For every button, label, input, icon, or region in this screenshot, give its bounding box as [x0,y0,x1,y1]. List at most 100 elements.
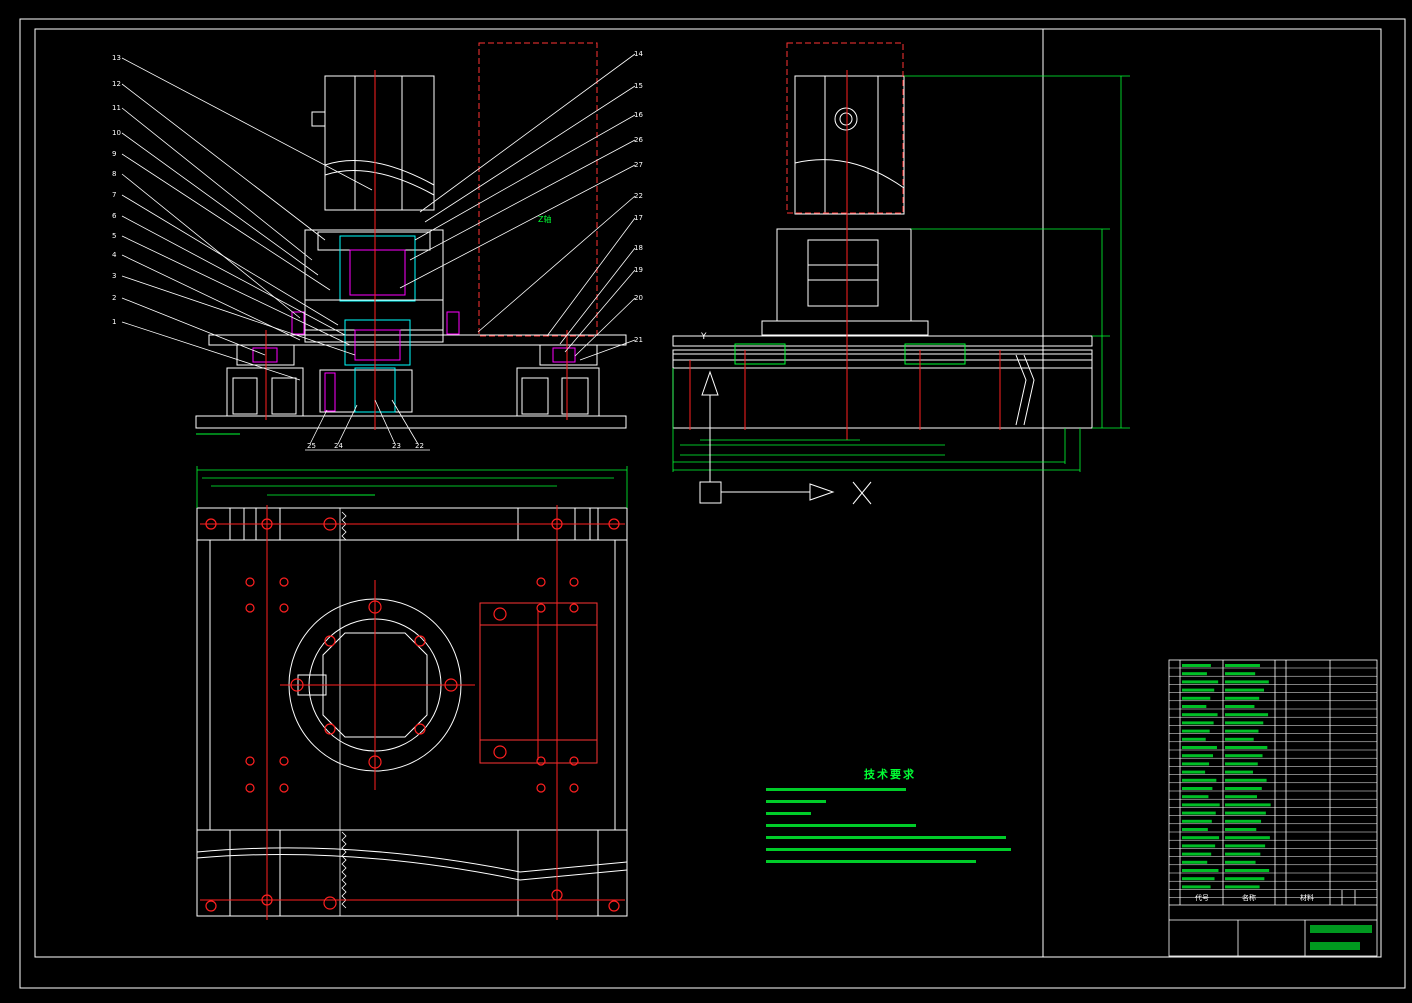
balloon-number: 14 [634,50,643,58]
tech-req-item [766,812,811,815]
balloon-number: 26 [634,136,643,144]
title-block-header: 材料 [1300,893,1314,902]
balloon-number: 23 [392,442,401,450]
bom-cell-text [1225,877,1265,881]
balloon-number: 25 [307,442,316,450]
front-view [195,42,627,435]
balloon-number: 27 [634,161,643,169]
balloon-number: 2 [112,294,116,302]
balloon-number: 9 [112,150,116,158]
title-block-header: 代号 [1195,893,1209,902]
bom-cell-text [1225,819,1262,823]
bom-cell-text [1225,705,1255,708]
axis-symbol [699,370,872,505]
bom-table [1168,659,1378,957]
bom-cell-text [1182,729,1210,733]
bom-cell-text [1225,721,1264,725]
bom-cell-text [1225,688,1265,692]
balloon-number: 7 [112,191,116,199]
axis-label-y: Y [700,332,707,342]
bom-cell-text [1225,852,1261,856]
bom-cell-text [1225,754,1263,758]
bom-cell-text [1225,696,1260,700]
bom-cell-text [1182,803,1220,807]
balloon-number: 10 [112,129,121,137]
balloon-number: 24 [334,442,343,450]
bom-cell-text [1182,795,1209,799]
bom-cell-text [1182,754,1214,758]
bom-cell-text [1182,819,1212,823]
balloon-number: 6 [112,212,117,220]
bom-cell-text [1225,860,1256,864]
bom-cell-text [1225,885,1260,889]
bom-cell-text [1182,664,1211,667]
bom-cell-text [1182,696,1211,700]
balloon-number: 18 [634,244,643,252]
bom-cell-text [1182,705,1207,708]
balloon-number: 13 [112,54,121,62]
balloon-number: 21 [634,336,643,344]
bom-cell-text [1225,762,1258,766]
bom-cell-text [1182,869,1219,872]
bom-cell-text [1182,852,1212,856]
bom-cell-text [1225,770,1253,774]
bom-cell-text [1182,737,1206,741]
bom-cell-text [1182,672,1207,676]
side-view [672,42,1093,429]
bom-cell-text [1182,836,1220,840]
plan-view [196,507,628,917]
bom-cell-text [1225,836,1270,840]
balloon-number: 22 [415,442,424,450]
bom-cell-text [1182,860,1208,864]
bom-cell-text [1182,770,1206,774]
balloon-number: 4 [112,251,117,259]
bolt-holes [205,517,620,912]
tech-req-item [766,836,1006,839]
bom-cell-text [1182,713,1218,717]
balloons-bottom: 25 24 23 22X [307,442,879,506]
balloon-number: 15 [634,82,643,90]
bom-cell-text [1182,885,1211,889]
bom-cell-text [1182,680,1219,684]
bom-cell-text [1182,811,1216,815]
bom-cell-text [1225,803,1271,807]
axis-label-x: X [878,504,879,506]
tech-req-item [766,800,826,803]
balloon-number: 20 [634,294,643,302]
bom-cell-text [1225,729,1259,733]
title-block-header: 名称 [1242,893,1256,902]
bom-cell-text [1225,680,1269,684]
bom-cell-text [1225,778,1267,782]
bom-cell-text [1225,844,1266,848]
balloon-number: 11 [112,104,121,112]
bom-cell-text [1225,795,1258,799]
balloon-number: 17 [634,214,643,222]
bom-cell-text [1225,746,1268,749]
bom-cell-text [1182,828,1208,831]
bom-cell-text [1225,811,1266,815]
bom-cell-text [1182,688,1215,692]
bom-cell-text [1182,746,1217,749]
inner-border [34,28,1382,958]
bom-cell-text [1182,877,1215,881]
balloon-number: 3 [112,272,116,280]
bom-cell-text [1225,787,1262,790]
tech-req-item [766,788,906,791]
balloon-number: 12 [112,80,121,88]
balloons-right: 14 15 16 26 27 22 17 18 19 20 21 [634,50,643,344]
balloon-number: 16 [634,111,643,119]
balloon-number: 22 [634,192,643,200]
bom-cell-text [1225,869,1270,872]
balloon-number: 19 [634,266,643,274]
balloon-number: 5 [112,232,116,240]
bom-cell-text [1182,778,1217,782]
bom-cell-text [1225,828,1257,831]
tech-req-item [766,824,916,827]
bom-cell-text [1182,762,1210,766]
bom-cell-text [1182,721,1214,725]
tech-req-title: 技术要求 [864,768,916,781]
bom-cell-text [1182,844,1216,848]
